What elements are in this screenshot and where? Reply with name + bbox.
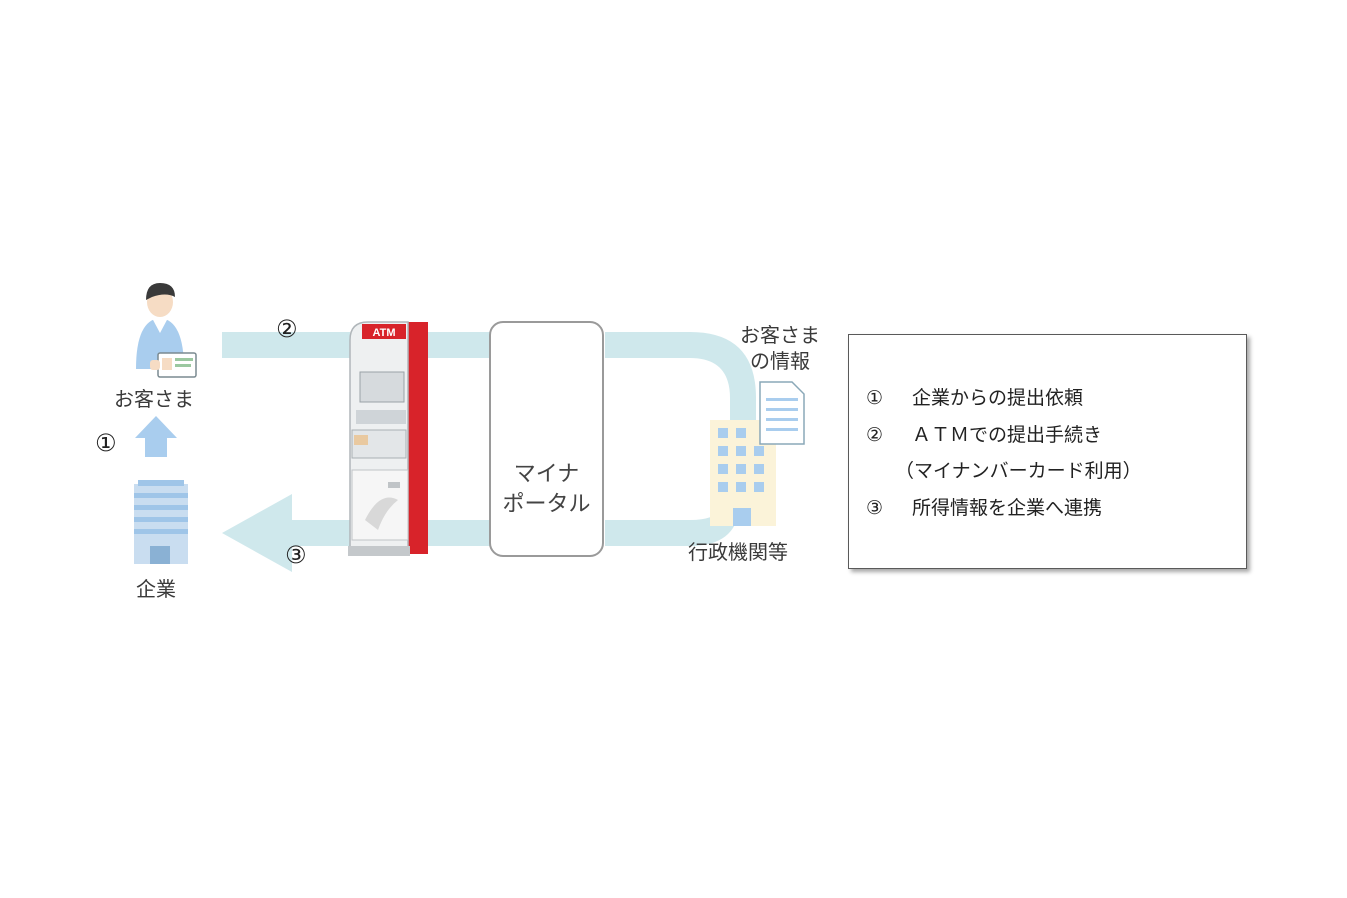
arrow-band-bottom-mid: [424, 520, 490, 546]
legend-item-1-mark: ①: [866, 387, 884, 409]
arrow-curve-bottom: [605, 492, 740, 546]
legend-item-2-mark: ②: [866, 424, 884, 446]
legend-item-1-text: 企業からの提出依頼: [912, 387, 1084, 409]
customer-label: お客さま: [114, 387, 194, 411]
legend-box: [848, 334, 1247, 569]
myna-portal-label: マイナ ポータル: [489, 460, 604, 520]
legend-item-3: ③ 所得情報を企業へ連携: [866, 497, 1102, 519]
arrow-up-customer: [135, 416, 177, 457]
legend-item-3-mark: ③: [866, 497, 884, 519]
customer-info-label: お客さま の情報: [730, 322, 830, 374]
arrow-curve-top: [605, 332, 756, 420]
step1-marker: ①: [95, 429, 117, 457]
arrow-to-company: [222, 494, 350, 572]
arrow-band-top-left: [222, 332, 350, 358]
atm-sign: ATM: [372, 327, 395, 339]
company-label: 企業: [136, 577, 176, 601]
step3-marker: ③: [285, 541, 307, 569]
portal-label-line2: ポータル: [502, 492, 591, 517]
company-building-icon: [134, 480, 188, 564]
step2-marker: ②: [276, 315, 298, 343]
atm-machine-icon: ATM: [348, 321, 428, 556]
legend-item-2-text: ＡＴＭでの提出手続き: [912, 424, 1103, 446]
government-label: 行政機関等: [688, 540, 788, 564]
legend-item-2: ② ＡＴＭでの提出手続き: [866, 424, 1102, 446]
person-icon: [136, 283, 197, 378]
arrow-band-top-mid: [424, 332, 490, 358]
portal-label-line1: マイナ: [513, 462, 580, 487]
customer-info-line1: お客さま: [740, 323, 820, 347]
customer-info-line2: の情報: [750, 349, 810, 373]
myna-portal-box: [489, 321, 604, 557]
legend-item-1: ① 企業からの提出依頼: [866, 387, 1083, 409]
legend-item-2-sub: （マイナンバーカード利用）: [895, 460, 1142, 482]
legend-item-3-text: 所得情報を企業へ連携: [912, 497, 1103, 519]
flow-arrows: [135, 332, 756, 572]
document-icon: [759, 381, 805, 445]
